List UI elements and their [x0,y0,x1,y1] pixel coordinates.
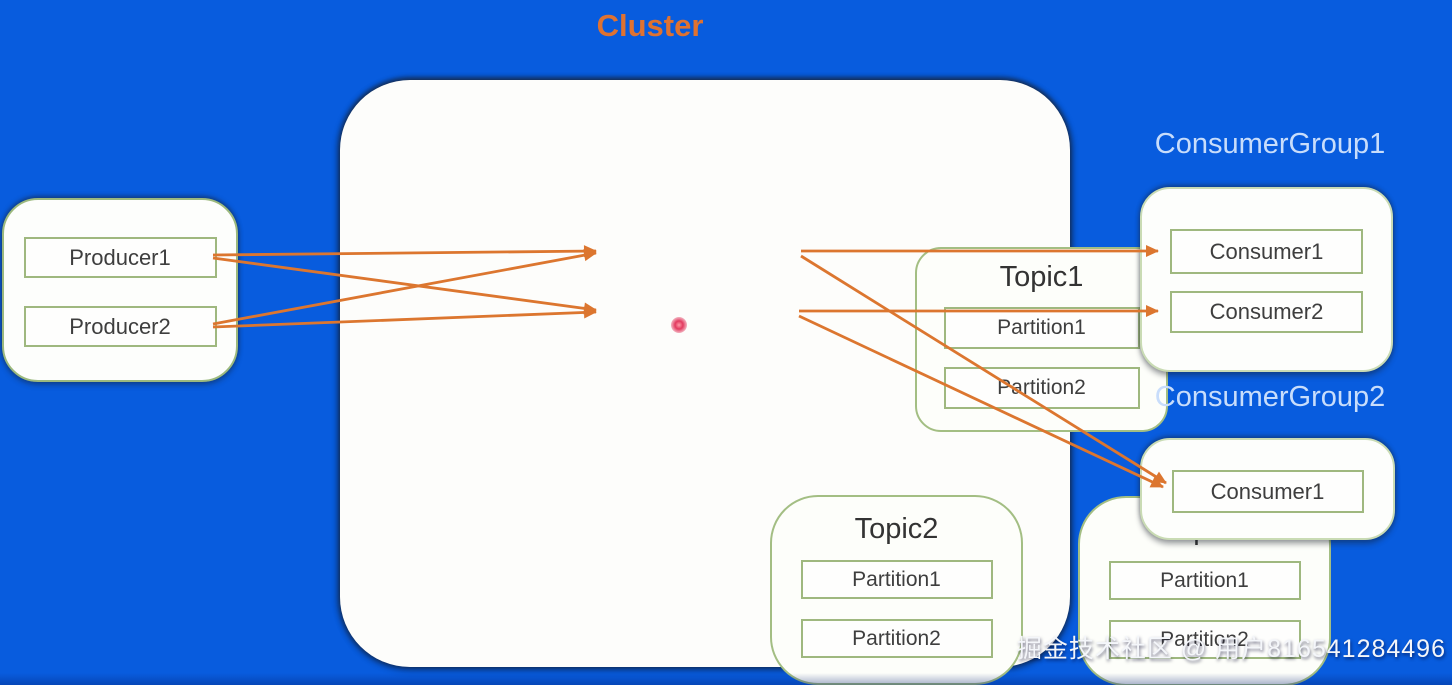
watermark-text: 掘金技术社区 @ 用户816541284496 [1016,635,1446,663]
topic1-partition1-box: Partition1 [943,307,1140,349]
topic3-partition2-box: Partition2 [1108,620,1301,659]
topic2-title: Topic2 [854,513,939,545]
consumer-group2-label: ConsumerGroup2 [1154,381,1386,413]
laser-pointer-dot [671,317,687,333]
consumer-group2-consumer1-box: Consumer1 [1171,470,1364,513]
cluster-box: Topic1 Partition1 Partition2 Topic2 Part… [340,80,1331,685]
topic1-partition2-box: Partition2 [943,367,1140,409]
topic3-partition1-box: Partition1 [1108,561,1301,600]
consumer-group2-box: Consumer1 [1140,438,1395,540]
topic1-title: Topic1 [999,261,1084,293]
topic2-partition2-box: Partition2 [800,619,993,658]
producer1-box: Producer1 [23,237,217,278]
consumer-group1-consumer1-box: Consumer1 [1170,229,1363,274]
topic2-partition1-box: Partition1 [800,560,993,599]
consumer-group1-box: Consumer1 Consumer2 [1140,187,1393,372]
cluster-title: Cluster [596,8,704,43]
topic2-box: Topic2 Partition1 Partition2 [770,495,1023,685]
producers-group-box: Producer1 Producer2 [2,198,238,382]
producer2-box: Producer2 [23,306,217,347]
consumer-group1-label: ConsumerGroup1 [1154,128,1386,160]
consumer-group1-consumer2-box: Consumer2 [1170,291,1363,333]
